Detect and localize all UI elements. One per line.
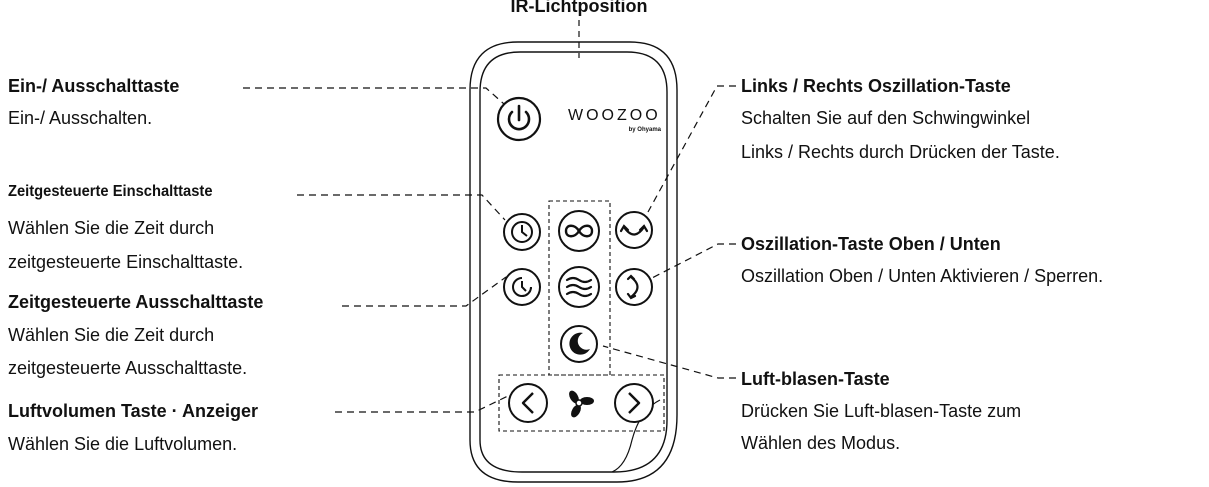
- air-mode-leader: [602, 345, 736, 379]
- timer-on-leader: [297, 194, 506, 221]
- timer-on-desc-1: Wählen Sie die Zeit durch: [8, 218, 215, 238]
- timer-on-desc-2: zeitgesteuerte Einschalttaste.: [8, 252, 244, 272]
- brand-logo: WOOZOO: [568, 107, 661, 124]
- ud-oscillation-button[interactable]: [615, 268, 653, 306]
- lr-oscillation-desc-1: Schalten Sie auf den Schwingwinkel: [741, 108, 1031, 128]
- brand-sub: by Ohyama: [629, 127, 662, 133]
- air-mode-title: Luft-blasen-Taste: [741, 369, 890, 389]
- volume-down-button[interactable]: [508, 383, 548, 423]
- lr-oscillation-desc-2: Links / Rechts durch Drücken der Taste.: [741, 142, 1060, 162]
- power-button-desc: Ein-/ Ausschalten.: [8, 108, 153, 128]
- infinity-button[interactable]: [558, 210, 600, 252]
- ud-oscillation-leader: [649, 243, 736, 280]
- volume-title: Luftvolumen Taste · Anzeiger: [8, 401, 259, 421]
- lr-oscillation-title: Links / Rechts Oszillation-Taste: [741, 76, 1011, 96]
- ud-oscillation-title: Oszillation-Taste Oben / Unten: [741, 234, 1001, 254]
- air-mode-desc-2: Wählen des Modus.: [741, 433, 901, 453]
- power-icon: [507, 104, 531, 131]
- ud-oscillation-desc: Oszillation Oben / Unten Aktivieren / Sp…: [741, 266, 1104, 286]
- air-mode-desc-1: Drücken Sie Luft-blasen-Taste zum: [741, 401, 1022, 421]
- volume-leader: [335, 394, 511, 413]
- center-group-box: [548, 200, 611, 376]
- timer-off-desc-2: zeitgesteuerte Ausschalttaste.: [8, 358, 248, 378]
- power-leader: [243, 87, 505, 105]
- timer-off-button[interactable]: [503, 268, 541, 306]
- chevron-right-icon: [628, 392, 641, 414]
- fan-indicator: [569, 390, 594, 418]
- lr-arrow-icon: [619, 224, 649, 236]
- remote-body-inner-outline: [479, 51, 668, 473]
- clock-off-icon: [512, 277, 532, 297]
- volume-desc: Wählen Sie die Luftvolumen.: [8, 434, 238, 454]
- timer-off-leader: [342, 276, 507, 307]
- lr-oscillation-leader: [647, 85, 736, 213]
- remote-body-outline: [469, 41, 678, 483]
- volume-up-button[interactable]: [614, 383, 654, 423]
- power-button[interactable]: [496, 96, 542, 142]
- chevron-left-icon: [521, 392, 534, 414]
- fan-icon: [569, 390, 594, 418]
- wind-mode-button[interactable]: [558, 266, 600, 308]
- air-mode-button[interactable]: [560, 325, 598, 363]
- lr-oscillation-button[interactable]: [615, 211, 653, 249]
- timer-off-desc-1: Wählen Sie die Zeit durch: [8, 325, 215, 345]
- ud-arrow-icon: [626, 274, 639, 300]
- clock-on-icon: [511, 221, 533, 243]
- timer-off-title: Zeitgesteuerte Ausschalttaste: [8, 292, 264, 312]
- infinity-icon: [564, 224, 594, 238]
- wind-icon: [565, 276, 593, 298]
- volume-group-box: [498, 374, 665, 432]
- moon-icon: [569, 332, 590, 355]
- ir-light-label: IR-Lichtposition: [511, 0, 648, 16]
- timer-on-title: Zeitgesteuerte Einschalttaste: [8, 183, 213, 200]
- timer-on-button[interactable]: [503, 213, 541, 251]
- power-button-title: Ein-/ Ausschalttaste: [8, 76, 180, 96]
